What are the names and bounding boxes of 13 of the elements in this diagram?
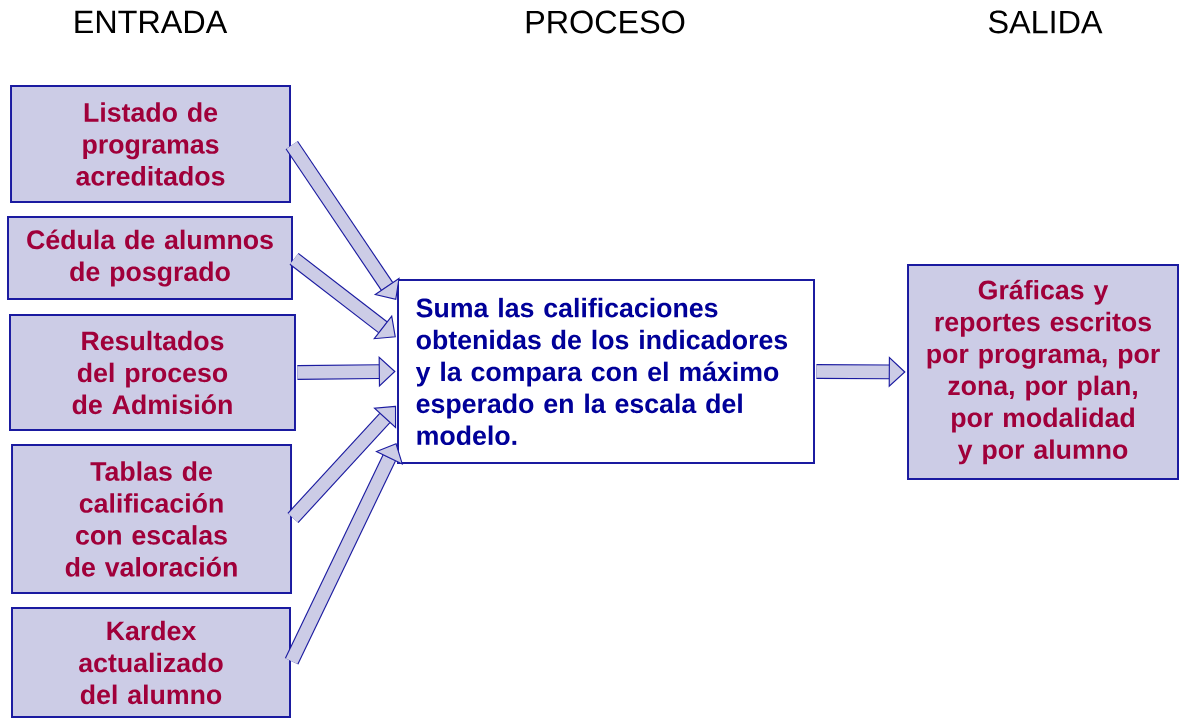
input-box: Tablas de calificación con escalas de valoración — [11, 444, 292, 594]
output-box: Gráficas y reportes escritos por programa, por zona, por plan, por modalidad y por alumno — [907, 264, 1179, 480]
block-arrow — [287, 405, 397, 523]
input-box: Resultados del proceso de Admisión — [9, 314, 296, 431]
input-box: Cédula de alumnos de posgrado — [7, 216, 293, 300]
input-box: Kardex actualizado del alumno — [11, 607, 291, 718]
column-heading: SALIDA — [989, 10, 1103, 34]
column-heading: PROCESO — [526, 10, 685, 34]
process-box: Suma las calificaciones obtenidas de los indicadores y la compara con el máximo esperado en la escala del modelo. — [397, 279, 815, 464]
column-heading: ENTRADA — [75, 10, 228, 34]
block-arrow — [289, 252, 396, 340]
input-box: Listado de programas acreditados — [10, 85, 291, 203]
block-arrow — [285, 141, 400, 300]
